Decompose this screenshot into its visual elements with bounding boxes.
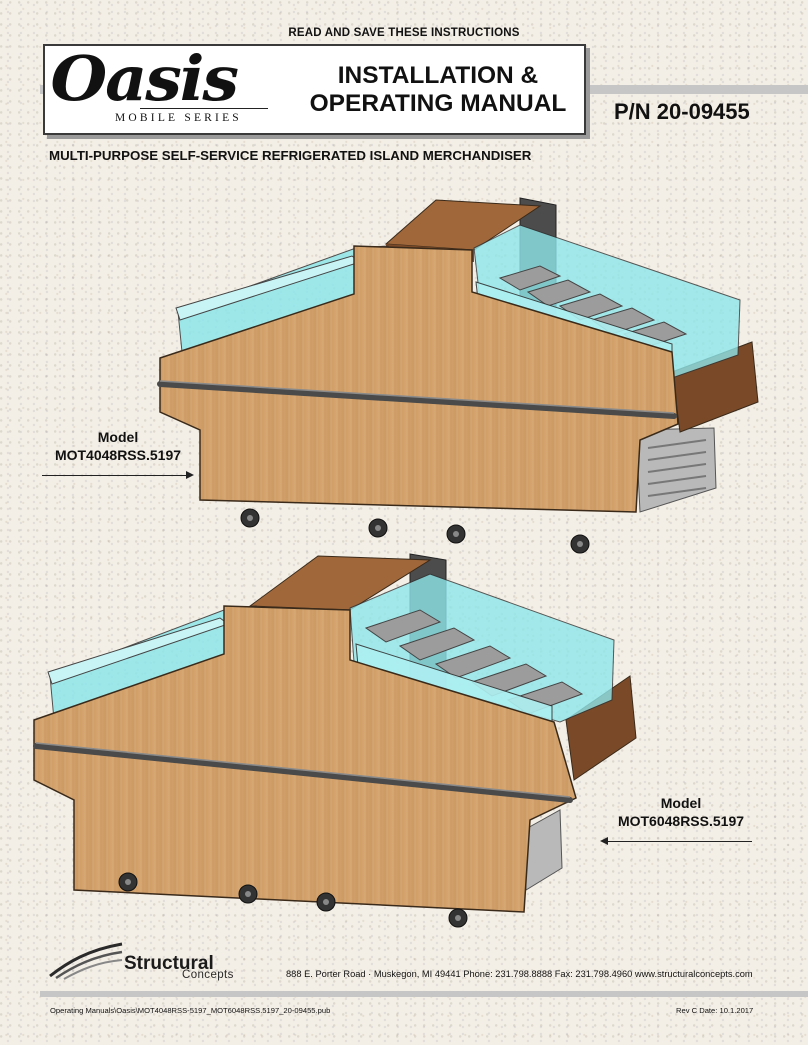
title-line-1: INSTALLATION & (337, 62, 539, 89)
product-subtitle: MULTI-PURPOSE SELF-SERVICE REFRIGERATED … (49, 148, 532, 163)
model-number-2: MOT6048RSS.5197 (617, 813, 745, 829)
arrow-head-1-icon (186, 471, 194, 479)
read-and-save-note: READ AND SAVE THESE INSTRUCTIONS (288, 27, 520, 39)
brand-name: Structural (124, 953, 214, 974)
company-contact: 888 E. Porter Road · Muskegon, MI 49441 … (286, 969, 753, 979)
footer-band (40, 991, 808, 997)
model-callout-2: Model MOT6048RSS.5197 (610, 794, 752, 830)
model-arrow-2 (606, 841, 752, 842)
title-box: Oasis MOBILE SERIES INSTALLATION & OPERA… (43, 42, 586, 135)
part-number: P/N 20-09455 (614, 99, 750, 124)
file-path: Operating Manuals\Oasis\MOT4048RSS-5197_… (50, 1006, 331, 1015)
merchandiser-illustration-1 (157, 197, 759, 554)
logo-rule (140, 108, 268, 109)
model-number-1: MOT4048RSS.5197 (54, 447, 182, 463)
arrow-head-2-icon (600, 837, 608, 845)
model-callout-1: Model MOT4048RSS.5197 (44, 428, 192, 464)
structural-concepts-logo-icon (49, 942, 123, 980)
model-label-1: Model (97, 429, 139, 445)
document-title: INSTALLATION & OPERATING MANUAL (293, 62, 583, 118)
merchandiser-illustration-2 (33, 553, 637, 928)
logo-subtitle: MOBILE SERIES (115, 112, 242, 124)
model-arrow-1 (42, 475, 188, 476)
oasis-logo: Oasis (50, 42, 240, 115)
model-label-2: Model (660, 795, 702, 811)
revision-date: Rev C Date: 10.1.2017 (676, 1006, 754, 1015)
title-line-2: OPERATING MANUAL (309, 90, 567, 117)
brand-subname: Concepts (182, 969, 234, 981)
